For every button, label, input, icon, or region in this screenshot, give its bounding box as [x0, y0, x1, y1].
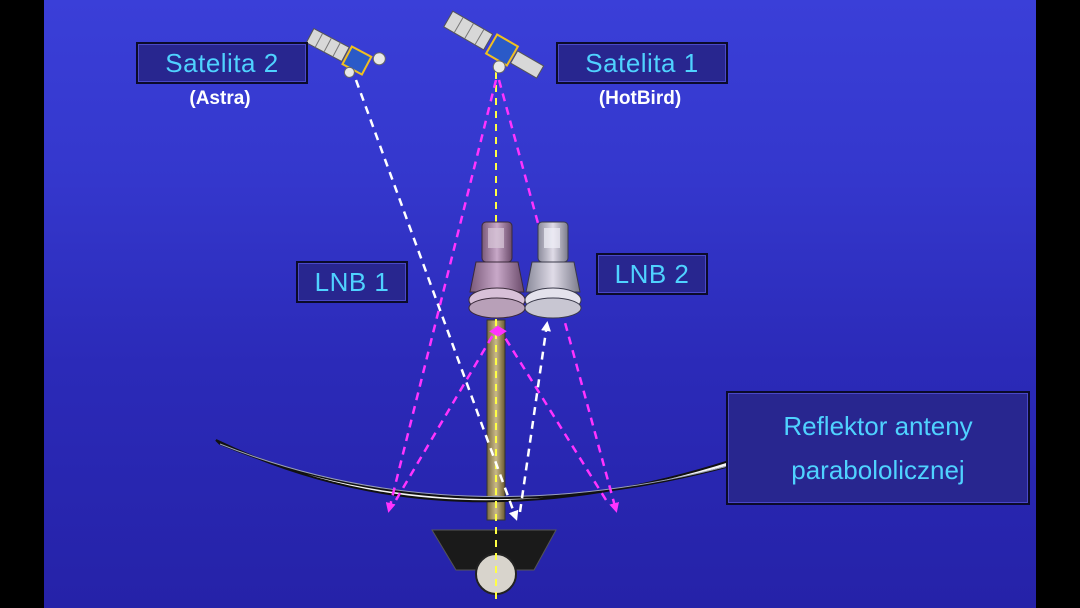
slide: Satelita 2 (Astra) Satelita 1 (HotBird) … [44, 0, 1036, 608]
lnb-2-label: LNB 2 [596, 253, 708, 295]
satellite-2-label: Satelita 2 [136, 42, 308, 84]
dish-mount [431, 529, 557, 595]
lnb-1-label-text: LNB 1 [314, 266, 390, 297]
antenna-diagram [215, 10, 780, 605]
lnb-2-label-text: LNB 2 [614, 258, 690, 289]
satellite-1-label: Satelita 1 [556, 42, 728, 84]
satellite-1-icon [443, 10, 545, 79]
satellite-2-icon [305, 27, 386, 78]
reflector-label-line1: Reflektor anteny [783, 411, 973, 441]
satellite-2-label-text: Satelita 2 [165, 47, 279, 78]
satellite-1-subtitle: (HotBird) [598, 88, 682, 109]
reflector-label-line2: parabololicznej [791, 455, 965, 485]
reflector-label: Reflektor anteny parabololicznej [726, 391, 1030, 505]
lnb-1-label: LNB 1 [296, 261, 408, 303]
satellite-2-subtitle: (Astra) [189, 88, 251, 109]
lnb-1 [468, 221, 526, 319]
lnb-2 [524, 221, 582, 319]
satellite-1-label-text: Satelita 1 [585, 47, 699, 78]
satellite-2-beams [354, 79, 551, 521]
satellite-1-beams [385, 79, 619, 513]
